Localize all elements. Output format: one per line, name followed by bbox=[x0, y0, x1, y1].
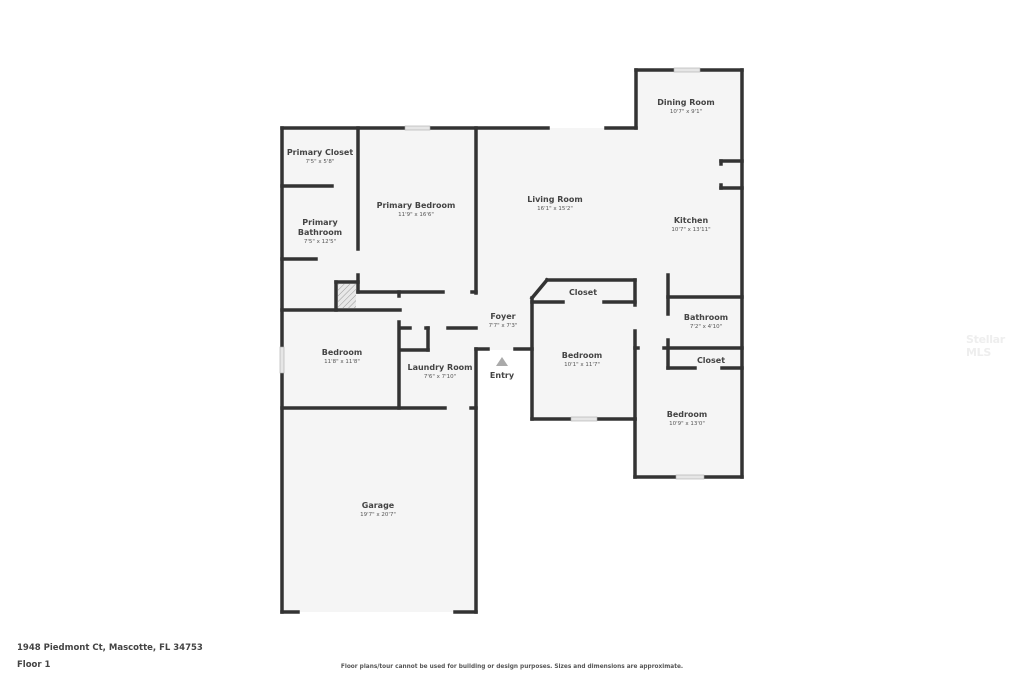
closet-center-label: Closet bbox=[569, 288, 597, 297]
bathroom-label: Bathroom bbox=[684, 313, 728, 322]
svg-text:11'8" x 11'8": 11'8" x 11'8" bbox=[324, 359, 360, 365]
svg-text:10'1" x 11'7": 10'1" x 11'7" bbox=[564, 362, 600, 368]
svg-text:7'5" x 5'8": 7'5" x 5'8" bbox=[306, 159, 335, 165]
room-labels: Primary Closet 7'5" x 5'8" Primary Bathr… bbox=[287, 98, 728, 518]
property-address: 1948 Piedmont Ct, Mascotte, FL 34753 bbox=[17, 643, 203, 653]
svg-text:10'7" x 9'1": 10'7" x 9'1" bbox=[670, 109, 702, 115]
svg-text:7'5" x 12'5": 7'5" x 12'5" bbox=[304, 239, 336, 245]
svg-text:11'9" x 16'6": 11'9" x 16'6" bbox=[398, 212, 434, 218]
primary-bedroom-label: Primary Bedroom bbox=[377, 201, 456, 210]
svg-text:7'2" x 4'10": 7'2" x 4'10" bbox=[690, 324, 722, 330]
svg-text:16'1" x 15'2": 16'1" x 15'2" bbox=[537, 206, 573, 212]
disclaimer-text: Floor plans/tour cannot be used for buil… bbox=[340, 664, 684, 670]
living-room-label: Living Room bbox=[527, 195, 583, 204]
bedroom-left-label: Bedroom bbox=[322, 348, 363, 357]
laundry-room-label: Laundry Room bbox=[407, 363, 472, 372]
chase-hatch bbox=[338, 284, 356, 308]
bedroom-right-label: Bedroom bbox=[667, 410, 708, 419]
closet-right-label: Closet bbox=[697, 356, 725, 365]
primary-closet-label: Primary Closet bbox=[287, 148, 354, 157]
svg-text:10'9" x 13'0": 10'9" x 13'0" bbox=[669, 421, 705, 427]
entry-label: Entry bbox=[490, 371, 515, 380]
primary-bathroom-label: Primary bbox=[302, 218, 338, 227]
walls bbox=[280, 68, 744, 614]
bedroom-center-label: Bedroom bbox=[562, 351, 603, 360]
foyer-label: Foyer bbox=[490, 312, 515, 321]
garage-label: Garage bbox=[362, 501, 395, 510]
svg-text:Bathroom: Bathroom bbox=[298, 228, 342, 237]
svg-text:19'7" x 20'7": 19'7" x 20'7" bbox=[360, 512, 396, 518]
kitchen-label: Kitchen bbox=[674, 216, 709, 225]
dining-room-label: Dining Room bbox=[657, 98, 715, 107]
svg-text:7'6" x 7'10": 7'6" x 7'10" bbox=[424, 374, 456, 380]
windows bbox=[279, 67, 705, 480]
floor-label: Floor 1 bbox=[17, 660, 51, 670]
watermark-logo: Stellar MLS bbox=[966, 333, 1005, 359]
svg-text:7'7" x 7'3": 7'7" x 7'3" bbox=[489, 323, 518, 329]
entry-arrow-icon bbox=[496, 357, 508, 366]
svg-text:10'7" x 13'11": 10'7" x 13'11" bbox=[671, 227, 710, 233]
